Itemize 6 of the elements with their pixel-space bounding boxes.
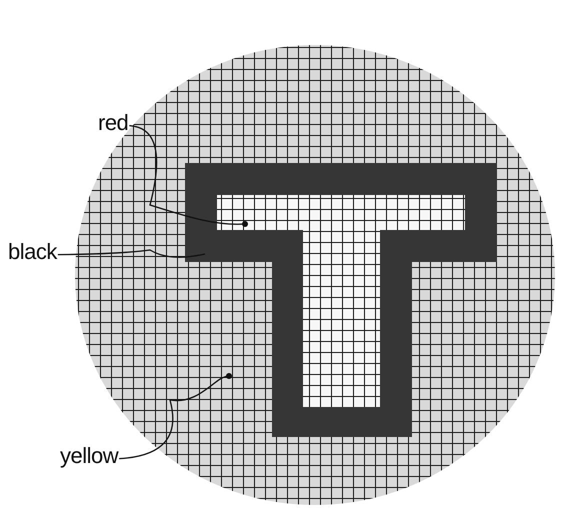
part-label: black: [8, 241, 57, 263]
leader-line: [119, 373, 232, 460]
part-label: yellow: [60, 445, 118, 467]
part-label: red: [98, 112, 128, 134]
t-interior-grid-drawing: [217, 195, 465, 407]
leader-line: [58, 249, 206, 258]
